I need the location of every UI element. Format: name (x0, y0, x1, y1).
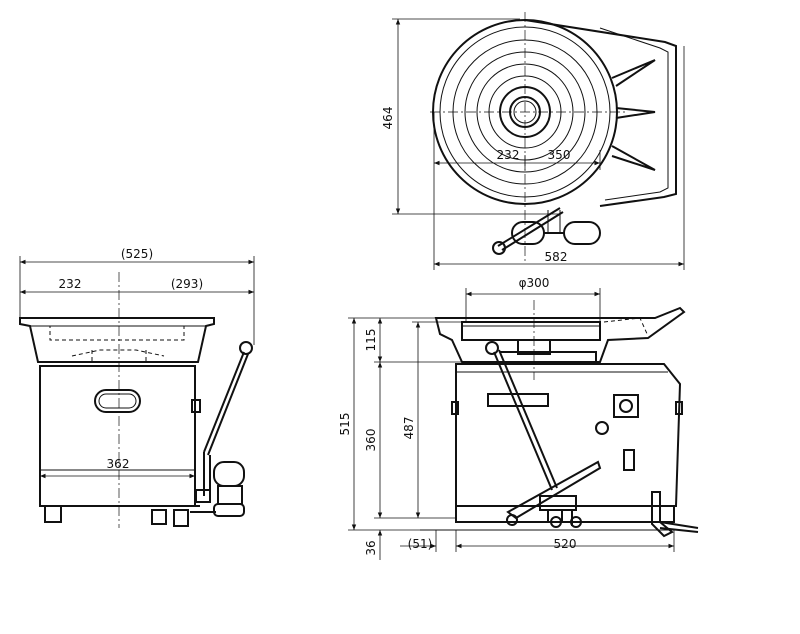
side-body-height-dim: 360 (364, 429, 378, 452)
side-offset-dim: (51) (408, 537, 433, 551)
side-foot-height-dim: 36 (364, 540, 378, 555)
top-height-dim: 464 (381, 107, 395, 130)
front-left-part-dim: 232 (59, 277, 82, 291)
front-overall-width-dim: (525) (121, 247, 153, 261)
side-bowl-diameter-dim: φ300 (519, 276, 550, 290)
front-view: (525) 232 (293) 362 (19, 247, 255, 528)
top-inner-left-dim: 232 (497, 148, 520, 162)
side-view: φ300 515 115 360 487 36 (51) 520 (338, 276, 699, 560)
side-base-length-dim: 520 (554, 537, 577, 551)
top-width-dim: 582 (545, 250, 568, 264)
top-inner-right-dim: 350 (548, 148, 571, 162)
front-right-part-dim: (293) (171, 277, 203, 291)
front-body-width-dim: 362 (107, 457, 130, 471)
side-frame-height-dim: 487 (402, 417, 416, 440)
side-bowl-height-dim: 115 (364, 329, 378, 352)
top-view: 464 582 232 350 (381, 12, 685, 270)
side-total-height-dim: 515 (338, 413, 352, 436)
